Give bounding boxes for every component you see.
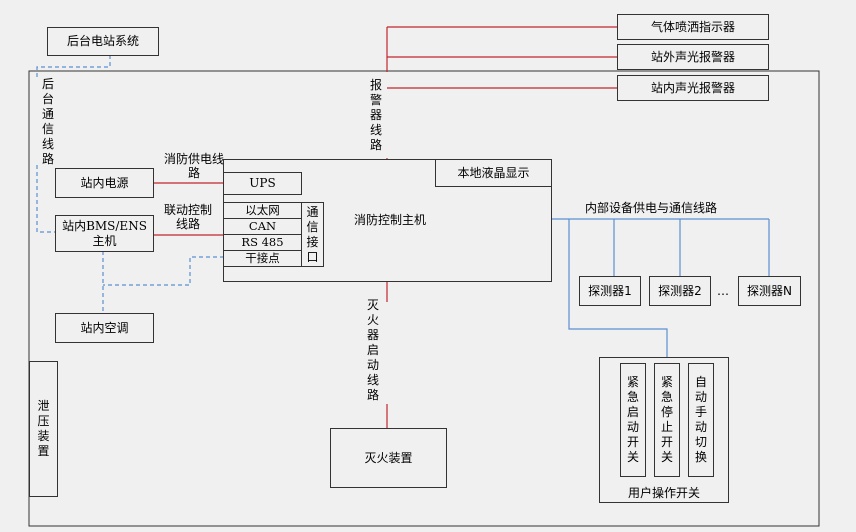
cabinet-frame	[28, 70, 820, 527]
emergency-stop-switch: 紧急停止开关	[654, 363, 680, 477]
detector-2: 探测器2	[649, 276, 711, 306]
outdoor-alarm-box: 站外声光报警器	[617, 44, 769, 70]
auto-manual-switch: 自动手动切换	[688, 363, 714, 477]
station-ac-box: 站内空调	[55, 313, 154, 343]
dry-contact-label: 干接点	[245, 250, 280, 265]
extinguisher-label: 灭火装置	[364, 450, 413, 465]
alarm-line-label: 报警器线路	[369, 78, 382, 152]
emergency-start-switch: 紧急启动开关	[620, 363, 646, 477]
emergency-stop-label: 紧急停止开关	[660, 375, 673, 464]
rs485-label: RS 485	[241, 234, 284, 249]
bms-host-label: 站内BMS/ENS主机	[62, 219, 147, 248]
dry-contact-port: 干接点	[224, 251, 301, 266]
extinguisher-box: 灭火装置	[330, 428, 447, 488]
user-switches-title: 用户操作开关	[627, 485, 700, 500]
comm-interface-label: 通信接口	[306, 204, 319, 264]
detector-1-label: 探测器1	[588, 283, 632, 298]
auto-manual-label: 自动手动切换	[694, 375, 707, 464]
can-label: CAN	[248, 218, 277, 233]
ethernet-port: 以太网	[224, 203, 301, 219]
host-title: 消防控制主机	[354, 213, 427, 227]
station-power-box: 站内电源	[55, 168, 154, 198]
gas-spray-indicator-label: 气体喷洒指示器	[650, 19, 735, 34]
ethernet-label: 以太网	[245, 202, 280, 217]
gas-spray-indicator-box: 气体喷洒指示器	[617, 14, 769, 40]
detector-ellipsis: …	[717, 284, 729, 298]
can-port: CAN	[224, 219, 301, 235]
comm-ports-block: 以太网 CAN RS 485 干接点	[223, 202, 302, 267]
indoor-alarm-box: 站内声光报警器	[617, 75, 769, 101]
extinguish-line-label: 灭火器启动线路	[366, 298, 379, 402]
blue-lines	[36, 55, 770, 358]
bms-host-box: 站内BMS/ENS主机	[55, 215, 154, 252]
detector-n-label: 探测器N	[747, 283, 792, 298]
lcd-display-box: 本地液晶显示	[435, 159, 552, 187]
indoor-alarm-label: 站内声光报警器	[650, 80, 735, 95]
ups-port: UPS	[223, 172, 302, 195]
internal-line-label: 内部设备供电与通信线路	[585, 201, 718, 215]
relief-device-label: 泄压装置	[37, 399, 50, 458]
rs485-port: RS 485	[224, 235, 301, 251]
detector-n: 探测器N	[738, 276, 801, 306]
backend-system-box: 后台电站系统	[47, 27, 159, 56]
comm-interface-box: 通信接口	[301, 202, 324, 267]
backend-comm-line-label: 后台通信线路	[41, 77, 54, 166]
ups-label: UPS	[249, 176, 276, 191]
relief-device-box: 泄压装置	[29, 361, 58, 497]
red-lines	[153, 26, 619, 428]
station-ac-label: 站内空调	[80, 320, 129, 335]
detector-2-label: 探测器2	[658, 283, 702, 298]
backend-system-label: 后台电站系统	[66, 34, 139, 49]
station-power-label: 站内电源	[80, 175, 129, 190]
outdoor-alarm-label: 站外声光报警器	[650, 49, 735, 64]
power-line-label: 消防供电线路	[164, 152, 225, 181]
emergency-start-label: 紧急启动开关	[626, 375, 639, 464]
lcd-display-label: 本地液晶显示	[457, 165, 530, 180]
linkage-line-label: 联动控制线路	[163, 203, 212, 232]
detector-1: 探测器1	[579, 276, 641, 306]
